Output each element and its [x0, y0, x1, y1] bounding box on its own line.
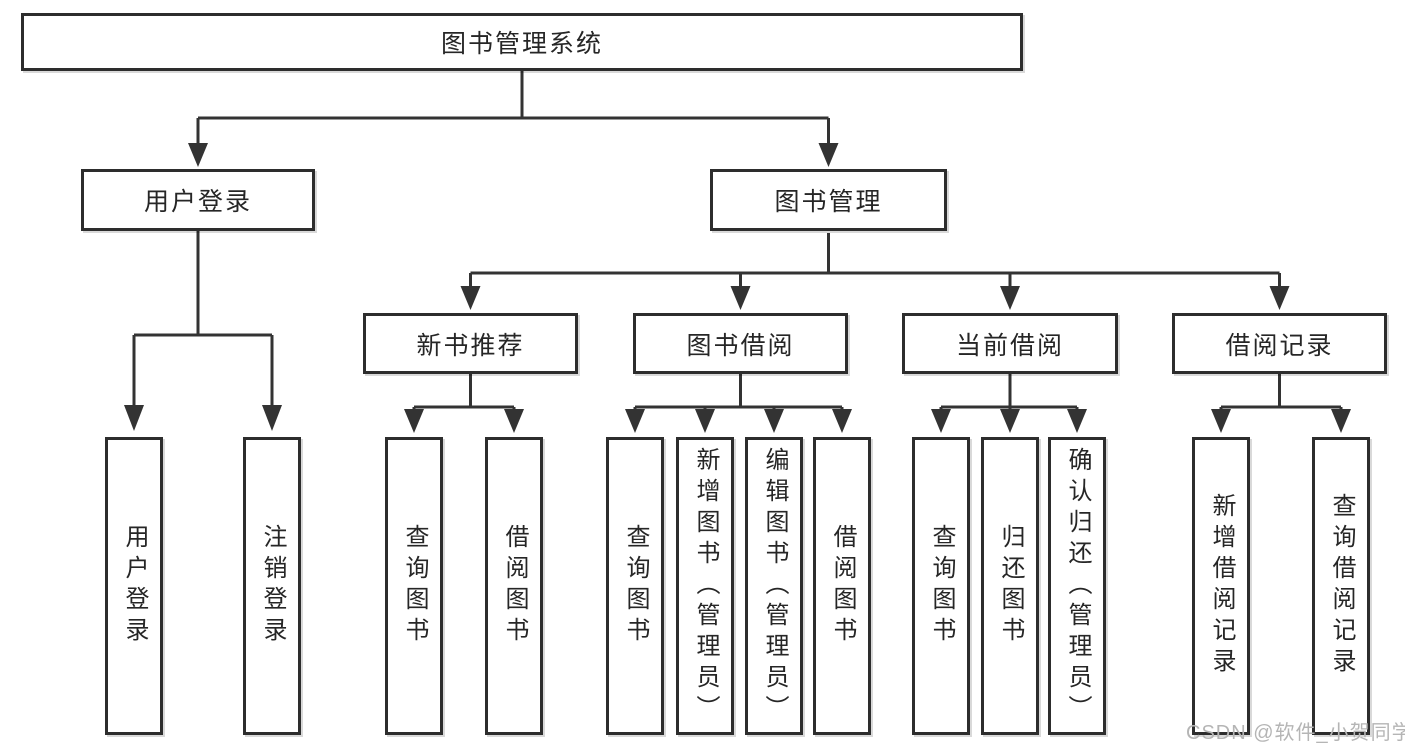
leaf-label: 用户登录 — [121, 524, 148, 648]
arrowhead-icons — [124, 143, 1351, 433]
leaf-label: 归还图书 — [997, 524, 1024, 648]
node-book-management-label: 图书管理 — [774, 188, 883, 216]
leaf-label: 编辑图书（管理员） — [761, 446, 788, 726]
node-borrow-records: 借阅记录 — [1172, 313, 1387, 374]
leaf-label: 查询图书 — [401, 524, 428, 648]
leaf-add-borrow-record: 新增借阅记录 — [1192, 437, 1250, 735]
leaf-return-book: 归还图书 — [981, 437, 1039, 735]
leaf-logout: 注销登录 — [243, 437, 301, 735]
leaf-label: 新增图书（管理员） — [692, 446, 719, 726]
node-root: 图书管理系统 — [21, 13, 1023, 71]
leaf-label: 查询图书 — [622, 524, 649, 648]
leaf-query-books-borrow: 查询图书 — [606, 437, 664, 735]
leaf-label: 新增借阅记录 — [1208, 493, 1235, 679]
leaf-add-book-admin: 新增图书（管理员） — [676, 437, 734, 735]
node-new-book-recommend-label: 新书推荐 — [416, 331, 525, 360]
leaf-label: 查询图书 — [928, 524, 955, 648]
node-user-login-label: 用户登录 — [143, 188, 252, 216]
node-book-borrow: 图书借阅 — [633, 313, 848, 374]
watermark: CSDN @软件_小贺同学 — [1186, 722, 1405, 744]
leaf-edit-book-admin: 编辑图书（管理员） — [745, 437, 803, 735]
leaf-confirm-return-admin: 确认归还（管理员） — [1048, 437, 1106, 735]
node-new-book-recommend: 新书推荐 — [363, 313, 578, 374]
leaf-query-books-current: 查询图书 — [912, 437, 970, 735]
node-book-management: 图书管理 — [710, 169, 947, 231]
node-borrow-records-label: 借阅记录 — [1225, 331, 1334, 360]
leaf-user-login: 用户登录 — [105, 437, 163, 735]
leaf-label: 注销登录 — [259, 524, 286, 648]
leaf-label: 查询借阅记录 — [1328, 493, 1355, 679]
leaf-label: 确认归还（管理员） — [1064, 446, 1091, 726]
node-user-login: 用户登录 — [81, 169, 315, 231]
node-root-label: 图书管理系统 — [440, 30, 603, 58]
leaf-query-books-recommend: 查询图书 — [385, 437, 443, 735]
leaf-query-borrow-record: 查询借阅记录 — [1312, 437, 1370, 735]
leaf-label: 借阅图书 — [501, 524, 528, 648]
node-current-borrow: 当前借阅 — [902, 313, 1118, 374]
node-book-borrow-label: 图书借阅 — [686, 331, 795, 360]
leaf-borrow-books: 借阅图书 — [813, 437, 871, 735]
leaf-borrow-books-recommend: 借阅图书 — [485, 437, 543, 735]
leaf-label: 借阅图书 — [829, 524, 856, 648]
node-current-borrow-label: 当前借阅 — [955, 331, 1064, 360]
